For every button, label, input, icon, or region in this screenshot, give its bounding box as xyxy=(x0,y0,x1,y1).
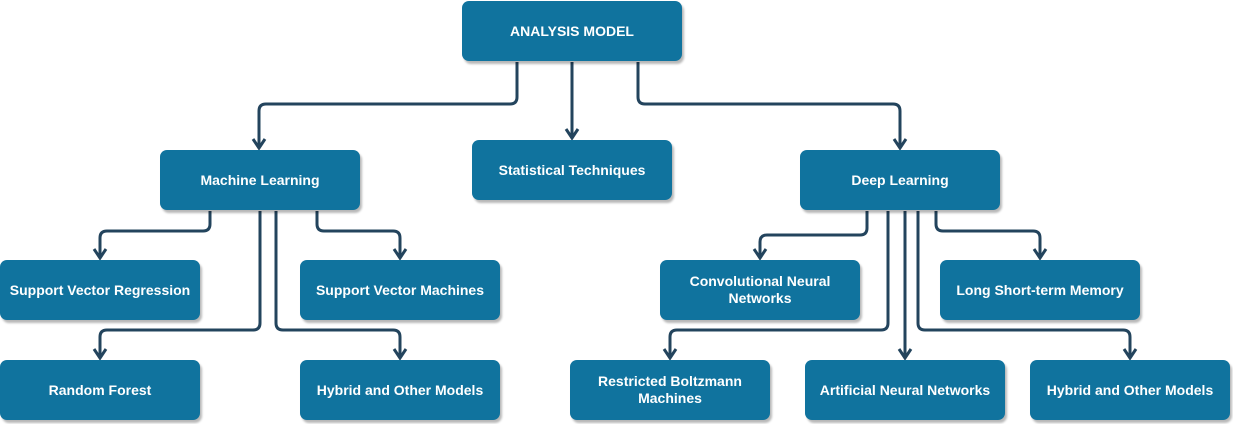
svr-label: Support Vector Regression xyxy=(9,281,191,298)
machine-learning-node: Machine Learning xyxy=(160,150,360,210)
connector-root-deep-learning xyxy=(636,62,902,148)
arrowhead-statistical xyxy=(564,128,580,141)
svr-node: Support Vector Regression xyxy=(0,260,200,320)
cnn-node: Convolutional Neural Networks xyxy=(660,260,860,320)
arrowhead-random-forest xyxy=(92,348,108,361)
connector-dl-cnn xyxy=(758,211,869,258)
rbm-node: Restricted Boltzmann Machines xyxy=(570,360,770,420)
ml-hybrid-label: Hybrid and Other Models xyxy=(316,381,484,398)
random-forest-node: Random Forest xyxy=(0,360,200,420)
arrowhead-dl-hybrid xyxy=(1122,348,1138,361)
arrowhead-svr xyxy=(92,248,108,261)
connector-ml-svm xyxy=(315,211,402,258)
connector-dl-lstm xyxy=(934,211,1042,258)
deep-learning-label: Deep Learning xyxy=(851,171,949,188)
dl-hybrid-node: Hybrid and Other Models xyxy=(1030,360,1230,420)
svm-label: Support Vector Machines xyxy=(315,281,485,298)
connector-ml-svr xyxy=(98,211,212,258)
rbm-label: Restricted Boltzmann Machines xyxy=(598,373,742,406)
statistical-techniques-node: Statistical Techniques xyxy=(472,140,672,200)
arrowhead-lstm xyxy=(1032,248,1048,261)
svm-node: Support Vector Machines xyxy=(300,260,500,320)
ann-label: Artificial Neural Networks xyxy=(819,381,991,398)
connector-dl-rbm xyxy=(668,211,890,358)
connector-root-machine-learning xyxy=(257,62,519,148)
connector-ml-random-forest xyxy=(98,211,262,358)
ann-node: Artificial Neural Networks xyxy=(805,360,1005,420)
statistical-techniques-label: Statistical Techniques xyxy=(498,161,646,178)
arrowhead-machine-learning xyxy=(251,138,267,151)
arrowhead-svm xyxy=(392,248,408,261)
connector-dl-hybrid xyxy=(916,211,1132,358)
deep-learning-node: Deep Learning xyxy=(800,150,1000,210)
root-node: ANALYSIS MODEL xyxy=(462,1,682,61)
lstm-node: Long Short-term Memory xyxy=(940,260,1140,320)
connector-ml-hybrid xyxy=(274,211,402,358)
machine-learning-label: Machine Learning xyxy=(200,171,320,188)
ml-hybrid-node: Hybrid and Other Models xyxy=(300,360,500,420)
arrowhead-cnn xyxy=(752,248,768,261)
arrowhead-ml-hybrid xyxy=(392,348,408,361)
random-forest-label: Random Forest xyxy=(48,381,152,398)
root-label: ANALYSIS MODEL xyxy=(510,22,634,39)
arrowhead-ann xyxy=(897,348,913,361)
cnn-label: Convolutional Neural Networks xyxy=(689,273,831,306)
arrowhead-deep-learning xyxy=(892,138,908,151)
lstm-label: Long Short-term Memory xyxy=(956,281,1124,298)
dl-hybrid-label: Hybrid and Other Models xyxy=(1046,381,1214,398)
arrowhead-rbm xyxy=(662,348,678,361)
